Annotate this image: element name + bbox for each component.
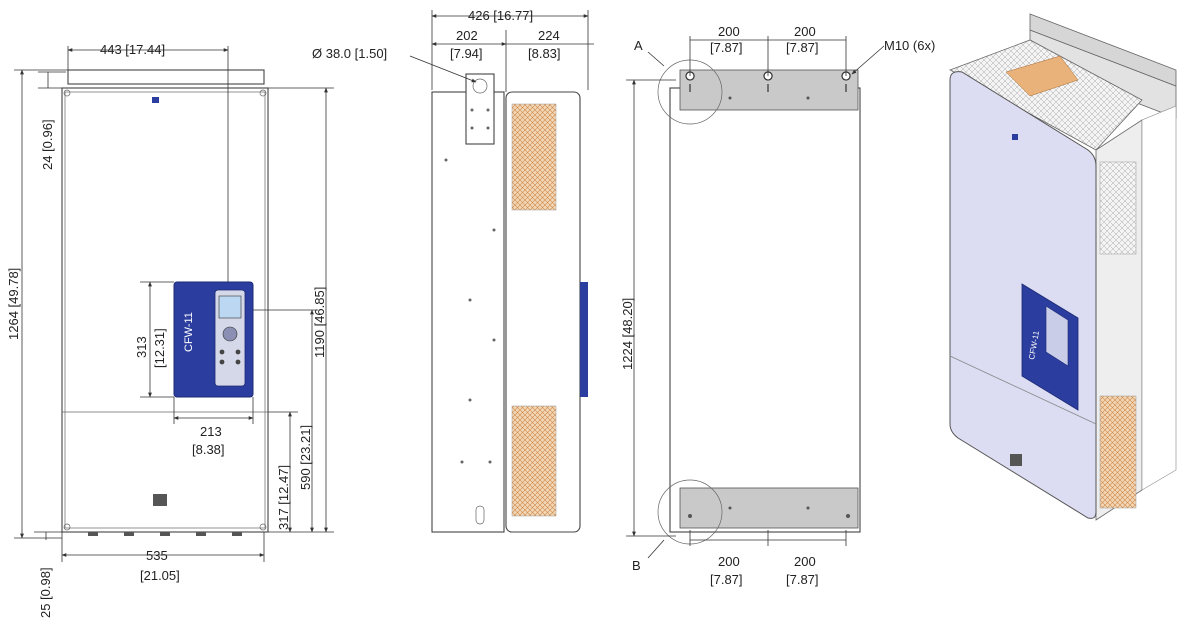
side-dot xyxy=(460,460,464,464)
side-dot xyxy=(492,338,496,342)
front-foot xyxy=(160,532,170,536)
front-screw-tl xyxy=(63,89,71,97)
side-keypad-edge xyxy=(580,282,588,397)
rear-dot xyxy=(846,514,850,518)
front-keypad-button xyxy=(235,349,241,355)
side-dot xyxy=(470,126,474,130)
dim-bottom-width-mm: 535 xyxy=(146,548,168,563)
iso-vent-lower xyxy=(1099,395,1137,509)
side-dot xyxy=(468,298,472,302)
side-slot xyxy=(475,505,485,525)
dim-keypad-height-in: [12.31] xyxy=(152,328,167,368)
dim-body-depth-in: [8.83] xyxy=(528,46,561,61)
leader-hole-diameter xyxy=(409,55,477,83)
dim-bottom-width-in: [21.05] xyxy=(140,568,180,583)
dim-bottom-offset-label: 25 [0.98] xyxy=(38,567,53,618)
dim-mount-height-label: 1224 [48.20] xyxy=(620,298,635,370)
side-mount-hole xyxy=(472,78,488,94)
front-foot xyxy=(196,532,206,536)
iso-top-face xyxy=(949,39,1143,151)
dim-top-spacing-2-mm: 200 xyxy=(794,24,816,39)
rear-dot xyxy=(806,96,810,100)
iso-logo-icon xyxy=(1012,134,1018,140)
front-view: CFW-11 443 [17.44] 24 [0.96] 1264 [49.78… xyxy=(6,42,334,618)
dim-total-height-label: 1264 [49.78] xyxy=(6,268,21,340)
side-label-area-top xyxy=(511,103,557,211)
iso-vent-upper xyxy=(1099,161,1137,255)
dim-keypad-width-mm: 213 xyxy=(200,424,222,439)
leader-b xyxy=(647,539,665,559)
rear-body xyxy=(669,87,861,533)
side-dot xyxy=(486,126,490,130)
front-keypad-button xyxy=(219,359,225,365)
side-mount-tab xyxy=(465,73,495,145)
side-bracket xyxy=(431,91,505,533)
dim-bottom-spacing-1-mm: 200 xyxy=(718,554,740,569)
iso-front-divider xyxy=(949,355,1097,425)
iso-view: CFW-11 xyxy=(949,13,1177,521)
rear-view: A B 200 [7.87] 200 [7.87] M10 (6x) 1224 … xyxy=(620,24,935,587)
side-label-area-bottom xyxy=(511,405,557,517)
dim-bracket-depth-in: [7.94] xyxy=(450,46,483,61)
side-dot xyxy=(486,108,490,112)
side-dot xyxy=(488,460,492,464)
dim-body-depth-mm: 224 xyxy=(538,28,560,43)
dim-top-spacing-1-in: [7.87] xyxy=(710,40,743,55)
iso-top-orange-area xyxy=(1005,55,1079,97)
front-foot xyxy=(88,532,98,536)
dim-top-spacing-1-mm: 200 xyxy=(718,24,740,39)
leader-a xyxy=(647,51,665,67)
dim-bottom-spacing-1-in: [7.87] xyxy=(710,572,743,587)
iso-vent-icon xyxy=(1010,454,1022,466)
dim-top-offset-label: 24 [0.96] xyxy=(40,119,55,170)
iso-keypad-panel xyxy=(1045,305,1069,367)
front-keypad-button xyxy=(235,359,241,365)
leader-bolt xyxy=(851,45,885,75)
front-logo-icon xyxy=(152,97,159,103)
front-screw-br xyxy=(259,523,267,531)
dim-keypad-offset-label: 590 [23.21] xyxy=(298,425,313,490)
rear-label-a: A xyxy=(634,38,643,53)
dim-bottom-spacing-2-in: [7.87] xyxy=(786,572,819,587)
rear-bolt-spec: M10 (6x) xyxy=(884,38,935,53)
rear-dot xyxy=(728,96,732,100)
front-foot xyxy=(232,532,242,536)
dim-body-height-label: 1190 [46.85] xyxy=(312,287,327,358)
iso-bracket-side xyxy=(1141,105,1177,491)
iso-top-rail xyxy=(1029,13,1177,87)
front-screw-tr xyxy=(259,89,267,97)
side-view: 426 [16.77] 202 [7.94] 224 [8.83] Ø 38.0… xyxy=(312,8,594,533)
dim-keypad-width-in: [8.38] xyxy=(192,442,225,457)
front-keypad-display xyxy=(218,295,242,319)
dim-top-spacing-2-in: [7.87] xyxy=(786,40,819,55)
front-foot xyxy=(124,532,134,536)
dim-hole-diameter-label: Ø 38.0 [1.50] xyxy=(312,46,387,61)
side-dot xyxy=(468,398,472,402)
rear-dot xyxy=(728,506,732,510)
side-dot xyxy=(444,158,448,162)
front-keypad-dial-icon xyxy=(222,326,238,342)
front-keypad-button xyxy=(219,349,225,355)
dim-top-width-label: 443 [17.44] xyxy=(100,42,165,57)
dim-bracket-depth-mm: 202 xyxy=(456,28,478,43)
front-brand-label: CFW-11 xyxy=(183,312,195,352)
side-dot xyxy=(492,228,496,232)
front-top-plate xyxy=(67,69,265,85)
rear-bottom-plate xyxy=(679,487,859,529)
side-dot xyxy=(470,108,474,112)
front-screw-bl xyxy=(63,523,71,531)
front-vent-icon xyxy=(153,494,167,506)
rear-label-b: B xyxy=(632,558,641,573)
dim-lower-section-label: 317 [12.47] xyxy=(276,465,291,530)
dim-bottom-spacing-2-mm: 200 xyxy=(794,554,816,569)
rear-dot xyxy=(688,514,692,518)
dim-keypad-height-mm: 313 xyxy=(134,336,149,358)
rear-dot xyxy=(806,506,810,510)
dim-total-depth-label: 426 [16.77] xyxy=(468,8,533,23)
